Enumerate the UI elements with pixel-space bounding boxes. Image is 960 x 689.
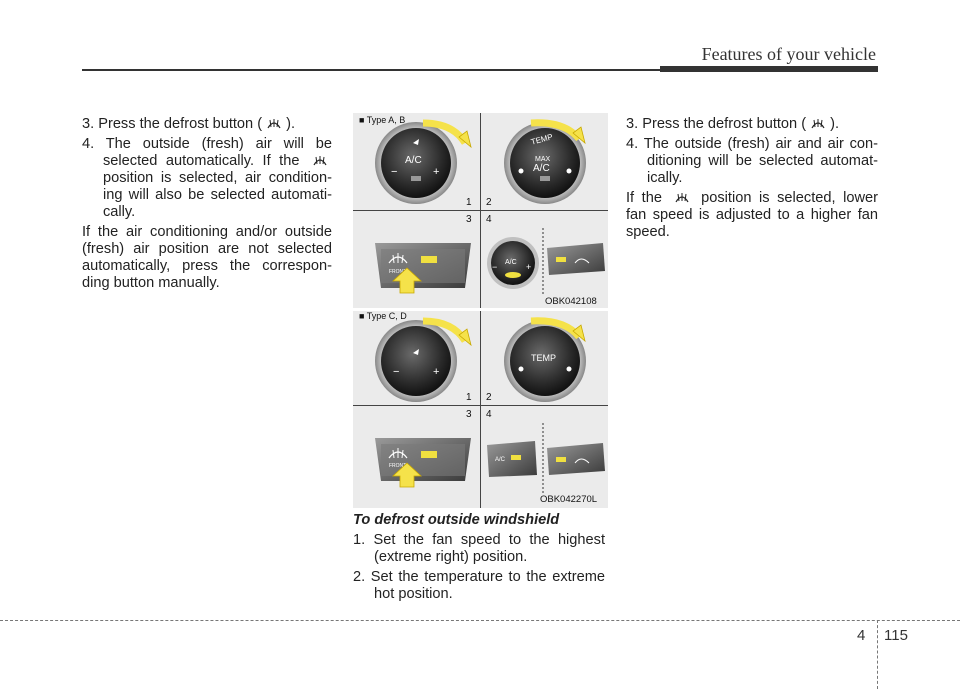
temp-label-2: TEMP	[531, 353, 556, 363]
fan-knob-ab: A/C − +	[375, 122, 457, 204]
left-step-3-text: 3. Press the defrost button (	[82, 116, 263, 132]
temp-knob-cd: TEMP	[504, 320, 586, 402]
svg-text:+: +	[433, 166, 439, 178]
temp-knob-ab: MAX A/C TEMP	[504, 122, 586, 204]
footer-separator	[877, 620, 878, 689]
callout-1-cd: 1	[466, 392, 472, 403]
front-label: FRONT	[389, 269, 406, 275]
callout-2-cd: 2	[486, 392, 492, 403]
left-paragraph: If the air conditioning and/or outside (…	[82, 224, 332, 291]
right-paragraph: If the position is selected, lower fan s…	[626, 190, 878, 241]
right-step-3-end: ).	[830, 116, 840, 132]
left-step-4-end: position is selected, air condition- ing…	[103, 170, 332, 220]
figure-divider-bottom	[353, 405, 608, 406]
right-step-4: 4. The outside (fresh) air and air con- …	[626, 136, 878, 186]
control-panel-figure: A/C − + MAX A/C TEMP FRONT	[353, 113, 608, 508]
svg-text:+: +	[433, 366, 439, 378]
middle-step-1: 1. Set the fan speed to the highest (ext…	[353, 532, 605, 565]
ac-button-cd: A/C	[487, 441, 537, 477]
callout-2: 2	[486, 197, 492, 208]
fan-knob-cd: − +	[375, 320, 457, 402]
svg-text:−: −	[492, 262, 497, 272]
left-column: 3. Press the defrost button (). 4. The o…	[82, 116, 332, 295]
ac-label-2: A/C	[533, 163, 550, 174]
recirculation-button-cd	[547, 443, 605, 475]
max-label: MAX	[535, 156, 551, 163]
recirculation-button-ab	[547, 243, 605, 275]
right-step-3: 3. Press the defrost button ().	[626, 116, 878, 133]
defrost-icon	[264, 116, 285, 131]
ac-label: A/C	[405, 155, 422, 166]
page-number: 115	[884, 627, 908, 644]
figure-divider-top	[353, 210, 608, 211]
defrost-button-ab: FRONT	[375, 243, 471, 294]
svg-text:−: −	[391, 166, 397, 178]
callout-4: 4	[486, 214, 492, 225]
figure-code-top: OBK042108	[545, 296, 597, 307]
callout-1: 1	[466, 197, 472, 208]
callout-3-cd: 3	[466, 409, 472, 420]
header-title: Features of your vehicle	[701, 44, 876, 64]
right-paragraph-end: position is selected, lower fan speed is…	[626, 190, 878, 240]
defrost-icon	[811, 119, 825, 129]
ac-knob-small-ab: A/C − +	[487, 237, 539, 289]
figure-illustration: A/C − + MAX A/C TEMP FRONT	[375, 119, 605, 493]
type-cd-label: ■ Type C, D	[359, 311, 407, 321]
svg-text:+: +	[526, 262, 531, 272]
left-step-3-end: ).	[286, 116, 296, 132]
defrost-icon	[313, 156, 327, 166]
svg-text:−: −	[393, 366, 399, 378]
middle-step-2: 2. Set the temperature to the extreme ho…	[353, 569, 605, 602]
defrost-icon	[675, 193, 689, 203]
defrost-button-cd: FRONT	[375, 438, 471, 488]
right-step-3-text: 3. Press the defrost button (	[626, 116, 807, 132]
callout-4-cd: 4	[486, 409, 492, 420]
header-rule	[82, 69, 878, 71]
figure-divider-sections	[353, 308, 608, 311]
chapter-number: 4	[857, 627, 866, 644]
callout-3: 3	[466, 214, 472, 225]
type-ab-label: ■ Type A, B	[359, 115, 406, 125]
left-step-4: 4. The outside (fresh) air will be selec…	[82, 136, 332, 221]
front-label-2: FRONT	[389, 463, 406, 469]
right-column: 3. Press the defrost button (). 4. The o…	[626, 116, 878, 244]
footer-rule	[0, 620, 960, 621]
subheading: To defrost outside windshield	[353, 512, 560, 528]
middle-column: 1. Set the fan speed to the highest (ext…	[353, 532, 605, 606]
header-rule-accent	[660, 66, 878, 72]
figure-code-bottom: OBK042270L	[540, 494, 598, 505]
ac-button-label: A/C	[495, 457, 506, 463]
right-paragraph-start: If the	[626, 190, 662, 206]
svg-text:A/C: A/C	[505, 259, 517, 266]
left-step-3: 3. Press the defrost button ().	[82, 116, 332, 133]
left-step-4-text: 4. The outside (fresh) air will be selec…	[82, 136, 332, 169]
